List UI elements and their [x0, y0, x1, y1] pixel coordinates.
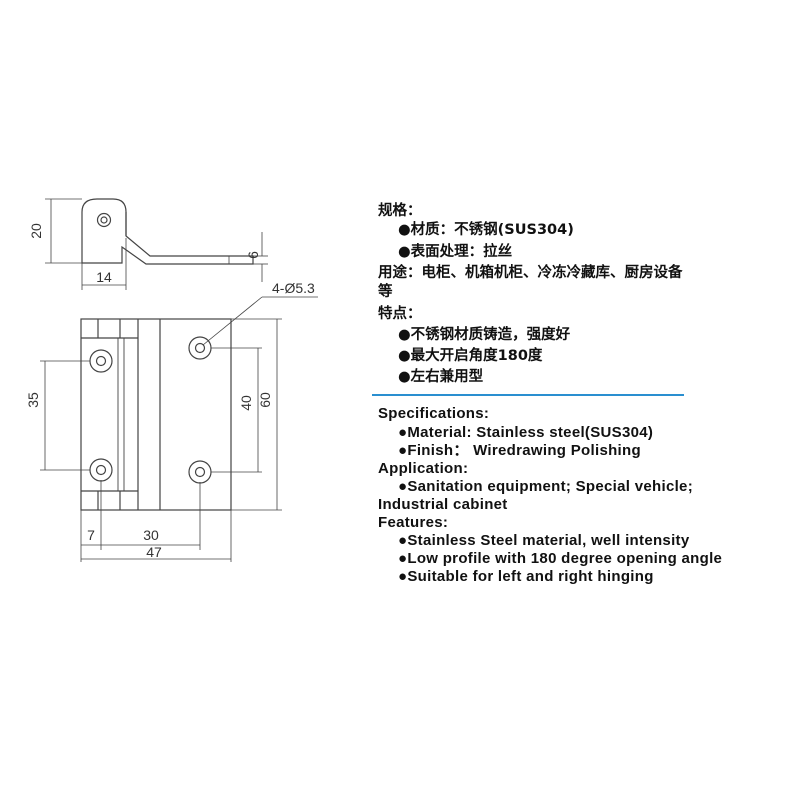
spec-cn-feature-3: ●左右兼用型 — [398, 369, 484, 385]
mounting-hole — [188, 336, 212, 360]
dim-right-hole-pitch: 40 — [238, 395, 254, 411]
spec-cn-finish: ●表面处理：拉丝 — [398, 244, 513, 260]
dim-left-hole-pitch: 35 — [25, 392, 41, 408]
mounting-hole — [89, 349, 113, 373]
dim-overall-width: 47 — [146, 544, 162, 560]
spec-en-feature-3: ●Suitable for left and right hinging — [398, 568, 654, 585]
spec-en-header: Specifications: — [378, 405, 490, 422]
spec-en-finish: ●Finish： Wiredrawing Polishing — [398, 442, 641, 459]
side-view-outline — [81, 198, 254, 265]
spec-cn-header: 规格： — [378, 203, 422, 219]
section-divider — [372, 394, 684, 396]
spec-en-application-cont: Industrial cabinet — [378, 496, 508, 513]
dim-hole-spec: 4-Ø5.3 — [272, 280, 315, 296]
mounting-hole — [89, 458, 113, 482]
spec-en-feature-2: ●Low profile with 180 degree opening ang… — [398, 550, 723, 567]
spec-cn-material: ●材质：不锈钢(SUS304) — [398, 222, 574, 238]
spec-cn-feature-2: ●最大开启角度180度 — [398, 348, 543, 364]
dim-side-width: 14 — [96, 269, 112, 285]
dim-side-height: 20 — [28, 223, 44, 239]
dim-overall-height: 60 — [257, 392, 273, 408]
side-view-pin-hole — [96, 212, 112, 228]
front-view — [40, 296, 318, 562]
side-view — [45, 198, 268, 290]
hinge-outline — [80, 318, 232, 511]
spec-cn-feature-1: ●不锈钢材质铸造，强度好 — [398, 327, 571, 343]
spec-cn-usage-cont: 等 — [378, 284, 393, 300]
mounting-hole — [188, 460, 212, 484]
spec-cn-usage: 用途：电柜、机箱机柜、冷冻冷藏库、厨房设备 — [378, 265, 683, 281]
spec-en-feature-1: ●Stainless Steel material, well intensit… — [398, 532, 690, 549]
dim-hole-span: 30 — [143, 527, 159, 543]
dim-side-thickness: 6 — [245, 251, 261, 259]
spec-en-features-header: Features: — [378, 514, 449, 531]
spec-en-application: ●Sanitation equipment; Special vehicle; — [398, 478, 693, 495]
spec-en-material: ●Material: Stainless steel(SUS304) — [398, 424, 654, 441]
dim-left-offset: 7 — [87, 527, 95, 543]
spec-cn-features-header: 特点： — [378, 306, 422, 322]
spec-en-application-header: Application: — [378, 460, 469, 477]
